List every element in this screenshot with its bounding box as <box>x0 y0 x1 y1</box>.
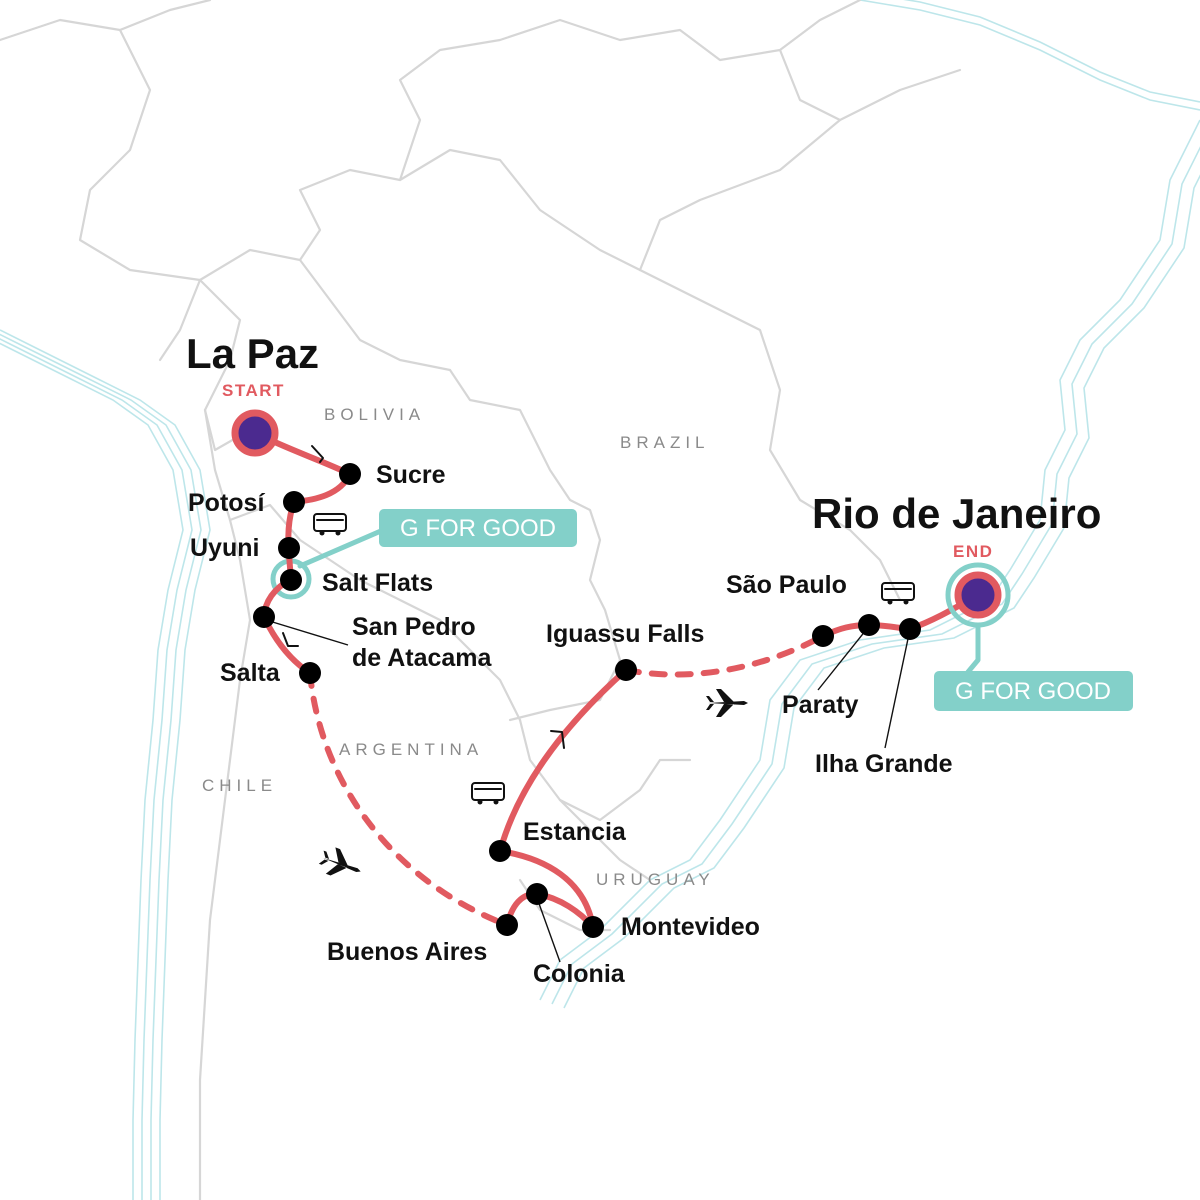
city-label-san-pedro-2: de Atacama <box>352 644 493 672</box>
route-salta-buenosaires-flight <box>307 670 510 928</box>
bus-icon <box>313 513 347 536</box>
city-label-colonia: Colonia <box>533 960 626 988</box>
bus-icon <box>881 582 915 605</box>
stop-estancia <box>489 840 511 862</box>
end-marker <box>945 562 1011 628</box>
country-label-brazil: BRAZIL <box>620 433 710 452</box>
city-label-iguassu: Iguassu Falls <box>546 620 704 648</box>
stop-sucre <box>339 463 361 485</box>
city-label-salt-flats: Salt Flats <box>322 569 433 597</box>
bus-icon <box>471 782 505 805</box>
city-label-ilha-grande: Ilha Grande <box>815 750 953 778</box>
start-label: START <box>222 381 285 400</box>
country-labels: BOLIVIA BRAZIL ARGENTINA CHILE URUGUAY <box>202 405 715 889</box>
g-for-good-badge-2: G FOR GOOD <box>934 671 1133 711</box>
plane-icon <box>706 689 748 717</box>
country-label-argentina: ARGENTINA <box>339 740 483 759</box>
country-label-chile: CHILE <box>202 776 277 795</box>
city-label-paraty: Paraty <box>782 691 859 719</box>
stop-san-pedro <box>253 606 275 628</box>
svg-text:G FOR GOOD: G FOR GOOD <box>955 678 1111 705</box>
city-label-buenos-aires: Buenos Aires <box>327 938 487 966</box>
stop-sao-paulo <box>812 625 834 647</box>
city-label-uyuni: Uyuni <box>190 534 259 562</box>
city-label-montevideo: Montevideo <box>621 913 760 941</box>
stop-paraty <box>858 614 880 636</box>
leader-lines <box>265 619 910 963</box>
route-iguassu-saopaulo-flight <box>623 633 826 678</box>
city-label-potosi: Potosí <box>188 489 265 517</box>
stop-salt-flats <box>280 569 302 591</box>
route-stops <box>253 463 921 938</box>
country-label-bolivia: BOLIVIA <box>324 405 425 424</box>
stop-iguassu <box>615 659 637 681</box>
stop-salta <box>299 662 321 684</box>
start-marker <box>231 409 279 457</box>
stop-potosi <box>283 491 305 513</box>
city-labels: La Paz Rio de Janeiro Sucre Potosí Uyuni… <box>186 330 1101 988</box>
city-label-la-paz: La Paz <box>186 330 319 377</box>
g-for-good-badge-1: G FOR GOOD <box>379 509 577 547</box>
stop-uyuni <box>278 537 300 559</box>
city-label-san-pedro-1: San Pedro <box>352 613 476 641</box>
city-label-salta: Salta <box>220 659 281 687</box>
stop-montevideo <box>582 916 604 938</box>
svg-text:G FOR GOOD: G FOR GOOD <box>400 515 556 542</box>
city-label-sao-paulo: São Paulo <box>726 571 847 599</box>
city-label-rio: Rio de Janeiro <box>812 490 1101 537</box>
country-label-uruguay: URUGUAY <box>596 870 715 889</box>
plane-icon <box>318 847 361 876</box>
arrow-chevron-icon <box>282 445 565 749</box>
route-estancia-iguassu <box>497 667 629 854</box>
city-label-sucre: Sucre <box>376 461 446 489</box>
stop-ilha-grande <box>899 618 921 640</box>
route-montevideo-estancia <box>497 848 596 930</box>
city-label-estancia: Estancia <box>523 818 627 846</box>
stop-buenos-aires <box>496 914 518 936</box>
g-for-good-connector-2 <box>965 622 981 675</box>
stop-colonia <box>526 883 548 905</box>
end-label: END <box>953 542 993 561</box>
